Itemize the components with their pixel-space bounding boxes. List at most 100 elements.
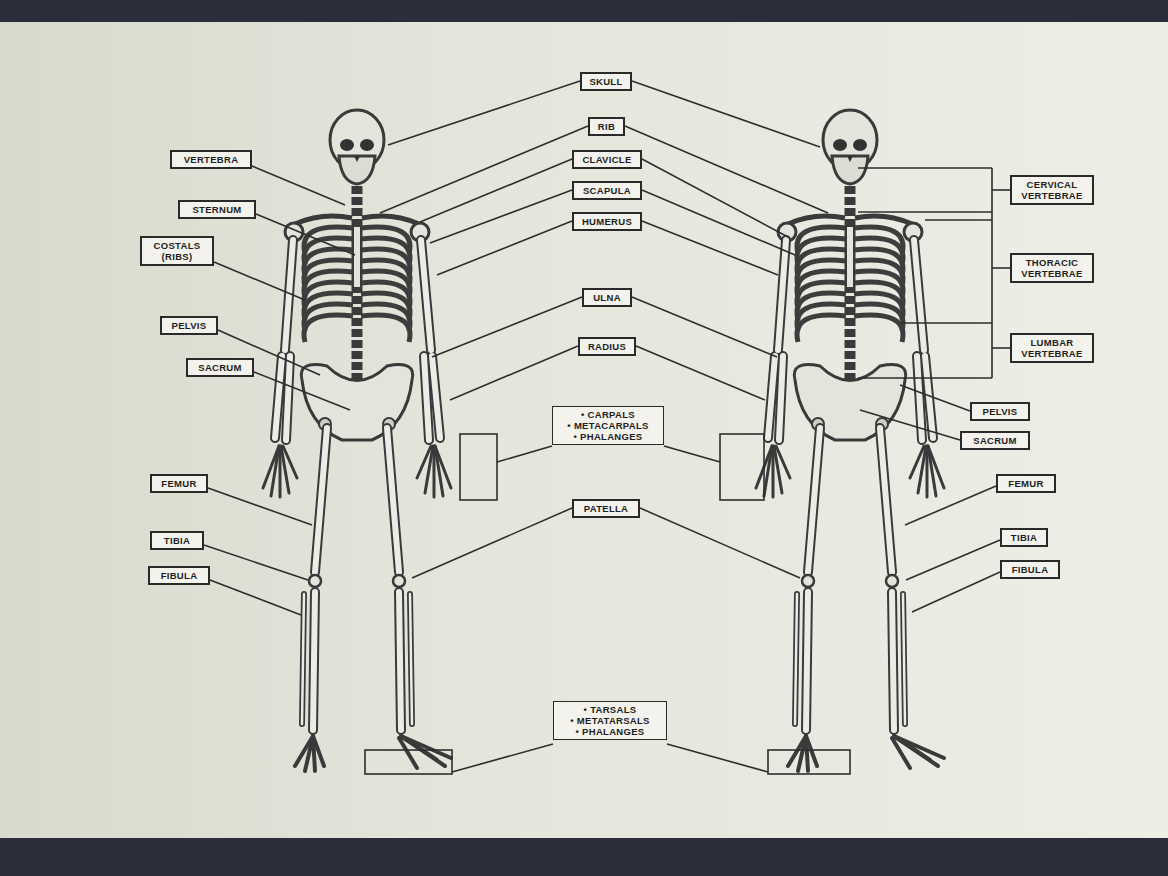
bracket-line [992, 189, 1010, 191]
bone-label: SCAPULA [580, 185, 634, 196]
bone-label-box: SACRUM [186, 358, 254, 377]
bone-label: VERTEBRA [178, 154, 244, 165]
bone-label-box: PATELLA [572, 499, 640, 518]
bone-label: • METACARPALS [561, 420, 655, 431]
leader-line [204, 545, 308, 580]
bone-label: PELVIS [978, 406, 1022, 417]
bracket-line [991, 168, 993, 378]
bone-label: PELVIS [168, 320, 210, 331]
bone-label-box: FIBULA [1000, 560, 1060, 579]
bone-label-box: RADIUS [578, 337, 636, 356]
bone-label: • TARSALS [562, 704, 658, 715]
leader-line [214, 262, 305, 300]
leader-line [664, 446, 720, 462]
bone-label: SACRUM [194, 362, 246, 373]
bone-label-box: FEMUR [996, 474, 1056, 493]
leader-line [642, 159, 790, 238]
leader-line [860, 410, 960, 440]
leader-line [900, 385, 970, 411]
leader-line [632, 81, 820, 147]
leader-line [437, 221, 572, 275]
bone-label-box: HUMERUS [572, 212, 642, 231]
bone-label-box: FEMUR [150, 474, 208, 493]
bone-label-box: SKULL [580, 72, 632, 91]
bone-label: FEMUR [1004, 478, 1048, 489]
bracket-line [992, 347, 1010, 349]
bracket-line [925, 219, 992, 221]
bone-label: PATELLA [580, 503, 632, 514]
front-skeleton [263, 110, 451, 771]
bone-label-box: • TARSALS• METATARSALS• PHALANGES [553, 701, 667, 740]
leader-line [430, 190, 572, 243]
hand-bracket [720, 434, 764, 500]
bone-label: RIB [596, 121, 617, 132]
bracket-line [858, 167, 992, 169]
bone-label-box: RIB [588, 117, 625, 136]
bone-label: • CARPALS [561, 409, 655, 420]
bone-label-box: TIBIA [150, 531, 204, 550]
leader-lines [204, 81, 1010, 774]
leader-line [432, 297, 582, 357]
bone-label-box: SCAPULA [572, 181, 642, 200]
bracket-line [858, 211, 992, 213]
bone-label-box: STERNUM [178, 200, 256, 219]
bone-label: RADIUS [586, 341, 628, 352]
bone-label-box: CERVICAL VERTEBRAE [1010, 175, 1094, 205]
leader-line [636, 346, 765, 400]
bone-label-box: TIBIA [1000, 528, 1048, 547]
bone-label: HUMERUS [580, 216, 634, 227]
bone-label-box: COSTALS (RIBS) [140, 236, 214, 266]
leader-line [452, 744, 553, 772]
leader-line [497, 446, 552, 462]
bone-label: LUMBAR VERTEBRAE [1018, 337, 1086, 359]
leader-line [642, 221, 778, 275]
bone-label: TIBIA [158, 535, 196, 546]
bracket-line [858, 377, 992, 379]
leader-line [254, 372, 350, 410]
leader-line [208, 488, 312, 525]
bone-label-box: PELVIS [160, 316, 218, 335]
leader-line [912, 572, 1000, 612]
leader-line [632, 297, 777, 357]
bone-label-box: LUMBAR VERTEBRAE [1010, 333, 1094, 363]
bone-label-box: VERTEBRA [170, 150, 252, 169]
foot-bracket [768, 750, 850, 774]
bracket-line [992, 267, 1010, 269]
leader-line [642, 190, 795, 255]
bone-label-box: ULNA [582, 288, 632, 307]
leader-line [640, 508, 800, 578]
leader-line [380, 126, 588, 213]
leader-line [906, 540, 1000, 580]
hand-bracket [460, 434, 497, 500]
bone-label: STERNUM [186, 204, 248, 215]
leader-line [450, 346, 578, 400]
bone-label: FIBULA [156, 570, 202, 581]
bone-label: • PHALANGES [562, 726, 658, 737]
bone-label: CLAVICLE [580, 154, 634, 165]
leader-line [625, 126, 828, 213]
bone-label-box: PELVIS [970, 402, 1030, 421]
bone-label: THORACIC VERTEBRAE [1018, 257, 1086, 279]
leader-line [252, 166, 345, 205]
leader-line [210, 580, 301, 615]
leader-line [420, 159, 572, 222]
bone-label-box: CLAVICLE [572, 150, 642, 169]
back-skeleton [756, 110, 944, 771]
bone-label: • PHALANGES [561, 431, 655, 442]
bone-label: • METATARSALS [562, 715, 658, 726]
bone-label: COSTALS (RIBS) [148, 240, 206, 262]
foot-bracket [365, 750, 452, 774]
bone-label: SACRUM [968, 435, 1022, 446]
leader-line [905, 486, 996, 525]
bone-label: FIBULA [1008, 564, 1052, 575]
leader-line [256, 214, 355, 255]
bone-label-box: • CARPALS• METACARPALS• PHALANGES [552, 406, 664, 445]
bone-label-box: SACRUM [960, 431, 1030, 450]
leader-line [412, 508, 572, 578]
bone-label: ULNA [590, 292, 624, 303]
bone-label: CERVICAL VERTEBRAE [1018, 179, 1086, 201]
bone-label: SKULL [588, 76, 624, 87]
leader-line [388, 81, 580, 145]
bone-label-box: FIBULA [148, 566, 210, 585]
